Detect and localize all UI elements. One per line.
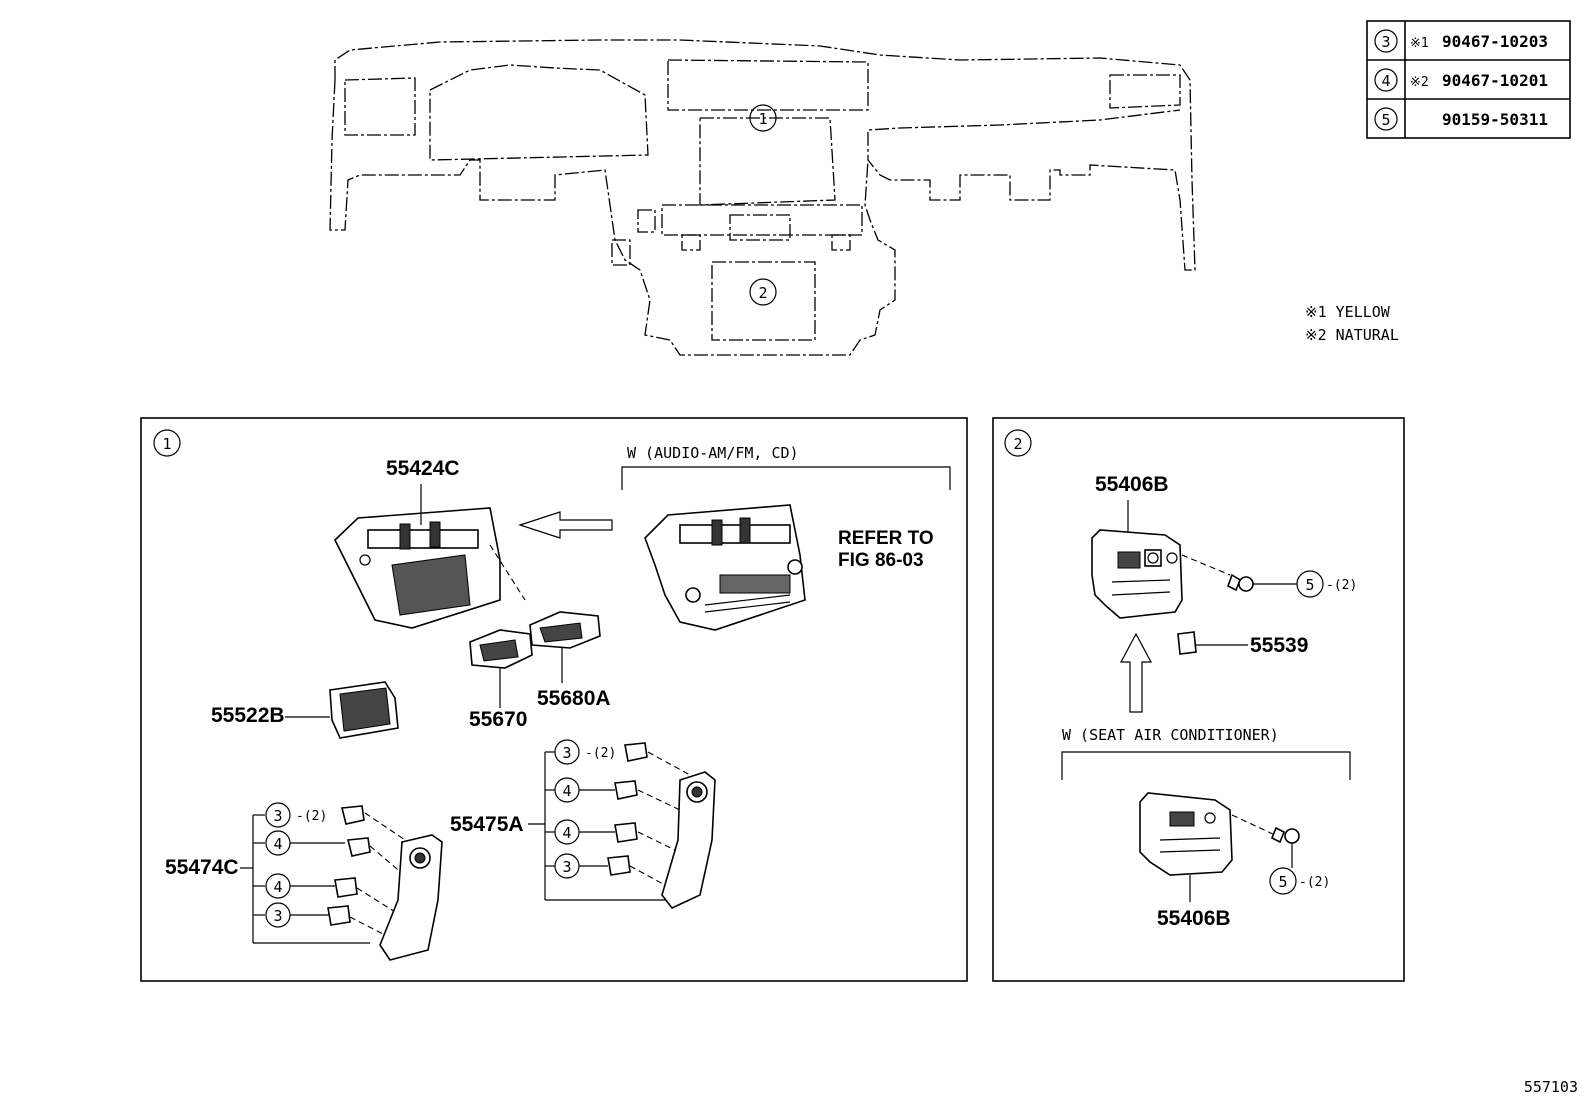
part-55680A-vent [529, 611, 601, 649]
panel-1-badge: 1 [162, 435, 171, 453]
note-yellow: ※1 YELLOW [1305, 303, 1391, 321]
part-55539-clip [1177, 631, 1197, 655]
ref-4-c: 4 [562, 782, 571, 800]
part-55670-vent [469, 629, 533, 669]
ref-3-b: 3 [273, 907, 282, 925]
qty-a: -(2) [296, 809, 327, 824]
note-natural: ※2 NATURAL [1305, 326, 1399, 344]
overview-callout-2: 2 [758, 284, 767, 302]
part-55474C-panel [379, 834, 443, 961]
label-55406B-bottom: 55406B [1157, 907, 1231, 930]
label-55522B: 55522B [211, 704, 285, 727]
qty-top: -(2) [1326, 578, 1357, 593]
qty-b: -(2) [585, 746, 616, 761]
ref-3-a: 3 [273, 807, 282, 825]
legend-ref-4: 4 [1381, 72, 1390, 90]
panel-1: 1 W (AUDIO-AM/FM, CD) 55424C [140, 417, 968, 982]
label-55539: 55539 [1250, 634, 1308, 657]
legend-mark-2: ※2 [1410, 75, 1429, 90]
ref-5-bottom: 5 [1278, 873, 1287, 891]
legend-mark-1: ※1 [1410, 36, 1429, 51]
ref-5-top: 5 [1305, 576, 1314, 594]
panel-2: 2 55406B 5 -(2) 55539 W (SEAT AIR CONDIT… [992, 417, 1405, 982]
part-55406B-top [1091, 529, 1183, 619]
legend-part-90467-10201: 90467-10201 [1442, 71, 1548, 90]
part-55522B-display [329, 681, 399, 739]
label-55475A: 55475A [450, 813, 524, 836]
variant-seat-ac-label: W (SEAT AIR CONDITIONER) [1062, 726, 1279, 744]
refer-line-1: REFER TO [838, 528, 934, 549]
label-55424C: 55424C [386, 457, 460, 480]
label-55670: 55670 [469, 708, 527, 731]
ref-3-c: 3 [562, 744, 571, 762]
legend-ref-5: 5 [1381, 111, 1390, 129]
ref-4-a: 4 [273, 835, 282, 853]
variant-audio-label: W (AUDIO-AM/FM, CD) [627, 444, 799, 462]
ref-3-d: 3 [562, 858, 571, 876]
part-audio-bezel [644, 504, 806, 631]
overview-callout-1: 1 [758, 110, 767, 128]
dashboard-overview: 1 2 [329, 39, 1196, 356]
refer-line-2: FIG 86-03 [838, 550, 924, 571]
figure-number: 557103 [1524, 1078, 1578, 1096]
clips-right [607, 742, 648, 876]
label-55680A: 55680A [537, 687, 611, 710]
clips-left [327, 805, 371, 926]
panel-2-badge: 2 [1013, 435, 1022, 453]
screw-top [1227, 573, 1254, 592]
part-55406B-bottom [1139, 792, 1233, 876]
legend-part-90159-50311: 90159-50311 [1442, 110, 1548, 129]
legend-table: 3 4 5 ※1 ※2 90467-10203 90467-10201 9015… [1366, 20, 1571, 139]
part-55475A-panel [661, 771, 716, 909]
ref-4-d: 4 [562, 824, 571, 842]
legend-part-90467-10203: 90467-10203 [1442, 32, 1548, 51]
screw-bottom [1270, 826, 1300, 844]
label-55474C: 55474C [165, 856, 239, 879]
legend-ref-3: 3 [1381, 33, 1390, 51]
ref-4-b: 4 [273, 878, 282, 896]
part-55424C-bezel [334, 507, 501, 629]
label-55406B-top: 55406B [1095, 473, 1169, 496]
qty-bottom: -(2) [1299, 875, 1330, 890]
